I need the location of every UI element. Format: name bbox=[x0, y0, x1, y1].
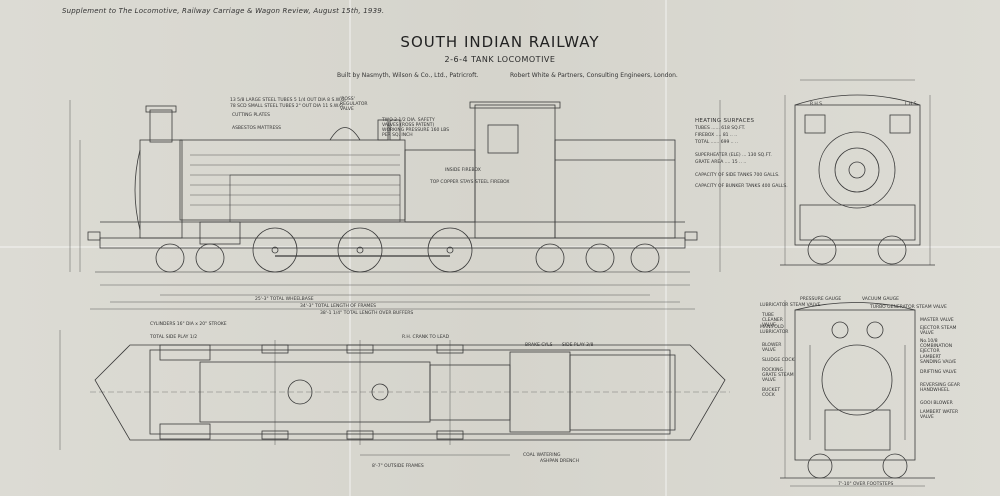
dim-total-frames: 34'-3" TOTAL LENGTH OF FRAMES bbox=[300, 304, 377, 309]
side-elevation bbox=[69, 100, 721, 310]
note-regulator: 'ROSS' REGULATOR VALVE bbox=[340, 97, 368, 112]
label-turbo-generator: TURBO GENERATOR STEAM VALVE bbox=[870, 305, 947, 310]
label-gooi-blower: GOOI BLOWER bbox=[920, 401, 953, 406]
label-blower: BLOWER VALVE bbox=[762, 343, 782, 353]
label-lubricator: LUBRICATOR STEAM VALVE bbox=[760, 303, 821, 308]
drawing-title: SOUTH INDIAN RAILWAY bbox=[400, 33, 600, 51]
label-ejector-steam: EJECTOR STEAM VALVE bbox=[920, 326, 957, 336]
heating-superheater: SUPERHEATER (ELE) ... 130 SQ.FT. bbox=[695, 153, 772, 158]
note-total-side-play: TOTAL SIDE PLAY 1/2 bbox=[150, 335, 198, 340]
dim-over-footsteps: 7'-10" OVER FOOTSTEPS bbox=[838, 482, 894, 487]
label-rhs: R.H.S. bbox=[810, 102, 824, 107]
note-inside-firebox: INSIDE FIREBOX bbox=[445, 168, 481, 173]
label-lhs: L.H.S. bbox=[905, 102, 918, 107]
note-firebox-stays: TOP COPPER STAYS STEEL FIREBOX bbox=[430, 180, 510, 185]
label-master-valve: MASTER VALVE bbox=[920, 318, 954, 323]
builder-credit: Built by Nasmyth, Wilson & Co., Ltd., Pa… bbox=[337, 72, 479, 79]
note-large-tubes: 13 5/8 LARGE STEEL TUBES 5 1/4 OUT DIA 8… bbox=[230, 98, 347, 103]
label-drifting: DRIFTING VALVE bbox=[920, 370, 957, 375]
label-lambert-water: LAMBERT WATER VALVE bbox=[920, 410, 959, 420]
heating-firebox: FIREBOX .... 81 .. .. bbox=[695, 133, 738, 138]
note-small-tubes: 78 SCD SMALL STEEL TUBES 2" OUT DIA 11 S… bbox=[230, 104, 345, 109]
label-manifold: MANIFOLD LUBRICATOR bbox=[760, 325, 789, 335]
heating-side-tanks: CAPACITY OF SIDE TANKS 700 GALLS. bbox=[695, 173, 780, 178]
label-rocking-grate: ROCKING GRATE STEAM VALVE bbox=[762, 368, 794, 383]
paper-fold-line bbox=[0, 246, 1000, 248]
drawing-subtitle: 2-6-4 TANK LOCOMOTIVE bbox=[444, 55, 556, 64]
note-safety-valves: TWO 2 1/2 DIA. SAFETY VALVES (ROSS PATEN… bbox=[382, 118, 450, 138]
note-side-play: SIDE PLAY 3/8 bbox=[562, 343, 594, 348]
label-pressure-gauge: PRESSURE GAUGE bbox=[800, 297, 842, 302]
label-vacuum-gauge: VACUUM GAUGE bbox=[862, 297, 900, 302]
supplement-caption: Supplement to The Locomotive, Railway Ca… bbox=[62, 7, 385, 15]
front-end-view bbox=[780, 79, 935, 266]
note-ashpan-drench: ASHPAN DRENCH bbox=[540, 459, 579, 464]
note-crank-to-lead: R.H. CRANK TO LEAD bbox=[402, 335, 450, 340]
note-asbestos: ASBESTOS MATTRESS bbox=[232, 126, 282, 131]
heating-grate: GRATE AREA .... 15 .. .. bbox=[695, 160, 747, 165]
label-sludge-cock: SLUDGE COCK bbox=[762, 358, 795, 363]
label-combination-ejector: No.10/8 COMBINATION EJECTOR bbox=[920, 339, 953, 354]
heating-surfaces-heading: HEATING SURFACES bbox=[695, 118, 755, 124]
dim-outside-frames: 8'-7" OUTSIDE FRAMES bbox=[372, 464, 424, 469]
cab-end-view bbox=[780, 300, 935, 487]
label-tube-cleaner: TUBE CLEANER VALVE bbox=[762, 313, 783, 328]
plan-view bbox=[59, 330, 730, 456]
note-brake-cyls: BRAKE CYLS bbox=[525, 343, 553, 348]
dim-total-wheelbase: 25'-3" TOTAL WHEELBASE bbox=[255, 297, 314, 302]
dim-total-buffers: 38'-1 1/4" TOTAL LENGTH OVER BUFFERS bbox=[320, 311, 414, 316]
label-reversing: REVERSING GEAR HANDWHEEL bbox=[920, 383, 961, 393]
label-lambert-sanding: LAMBERT SANDING VALVE bbox=[920, 355, 957, 365]
heating-total: TOTAL ...... 699 .. .. bbox=[695, 140, 738, 145]
note-cutting-plates: CUTTING PLATES bbox=[232, 113, 270, 118]
label-bucket-cock: BUCKET COCK bbox=[762, 388, 781, 398]
engineer-credit: Robert White & Partners, Consulting Engi… bbox=[510, 72, 678, 79]
note-cylinders: CYLINDERS 16" DIA x 20" STROKE bbox=[150, 322, 227, 327]
heating-bunker-tanks: CAPACITY OF BUNKER TANKS 400 GALLS. bbox=[695, 184, 788, 189]
note-coal-watering: COAL WATERING bbox=[523, 453, 561, 458]
